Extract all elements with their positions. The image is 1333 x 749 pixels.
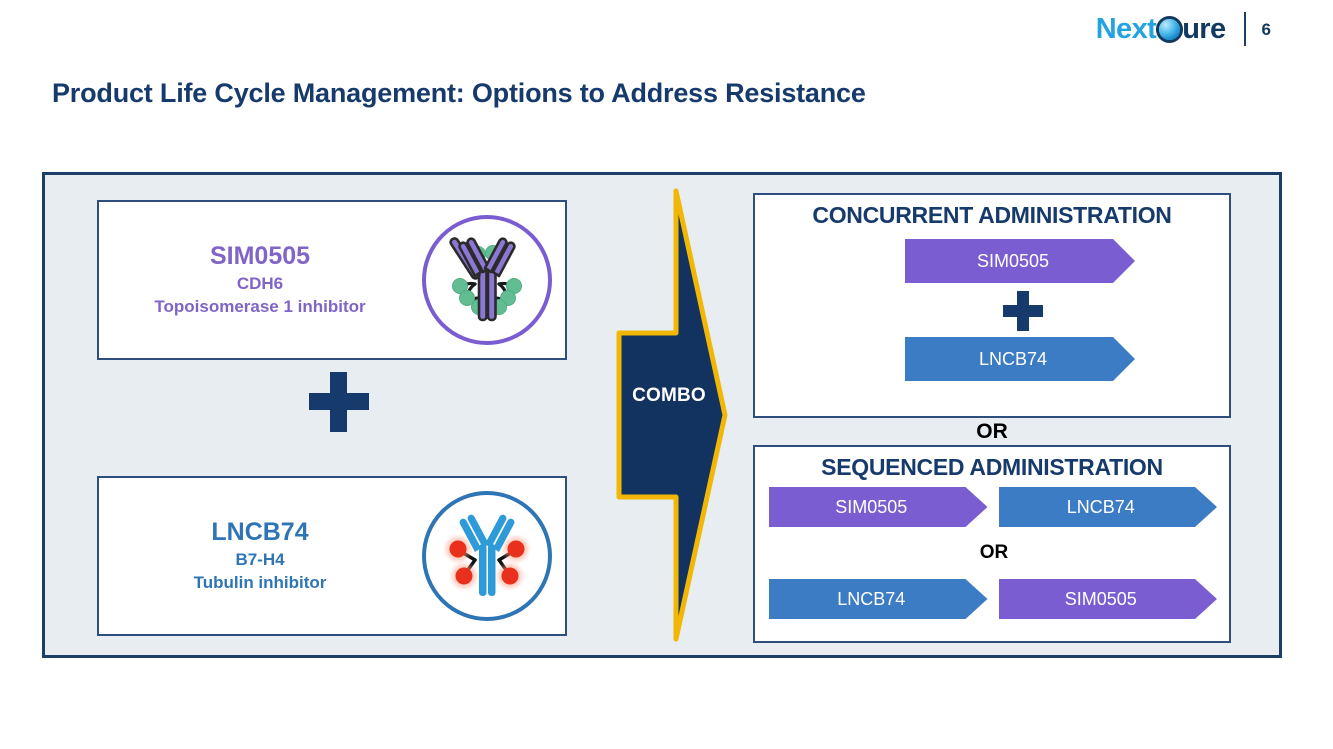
agents-column: SIM0505 CDH6 Topoisomerase 1 inhibitor xyxy=(97,200,567,636)
logo-word-next: Next xyxy=(1095,12,1157,45)
page-number: 6 xyxy=(1261,19,1271,39)
or-separator-between-panels: OR xyxy=(976,420,1008,443)
combo-arrow: COMBO xyxy=(613,185,743,645)
chevron-lncb74-seq1: LNCB74 xyxy=(999,487,1218,527)
chevron-label: LNCB74 xyxy=(978,349,1048,369)
logo-word-ure: ure xyxy=(1182,12,1226,45)
chevron-label: SIM0505 xyxy=(835,497,908,517)
left-plus-symbol xyxy=(309,372,369,432)
sequenced-row-2: LNCB74 SIM0505 xyxy=(769,579,1217,619)
administration-options-column: CONCURRENT ADMINISTRATION SIM0505 LNCB74… xyxy=(753,193,1231,643)
chevron-label: SIM0505 xyxy=(976,251,1050,271)
chevron-label: LNCB74 xyxy=(1066,497,1135,517)
agent-payload: Tubulin inhibitor xyxy=(193,573,327,592)
concurrent-plus-symbol xyxy=(1003,291,1043,331)
panel-heading-concurrent: CONCURRENT ADMINISTRATION xyxy=(812,202,1172,228)
agent-payload: Topoisomerase 1 inhibitor xyxy=(154,297,366,316)
diagram-container: SIM0505 CDH6 Topoisomerase 1 inhibitor xyxy=(42,172,1282,658)
agent-name: LNCB74 xyxy=(211,518,309,547)
page-title: Product Life Cycle Management: Options t… xyxy=(52,78,866,108)
panel-sequenced-administration: SEQUENCED ADMINISTRATION SIM0505 LNCB74 … xyxy=(753,445,1231,643)
agent-card-sim0505: SIM0505 CDH6 Topoisomerase 1 inhibitor xyxy=(97,200,567,360)
panel-heading-sequenced: SEQUENCED ADMINISTRATION xyxy=(821,454,1163,480)
agent-target: B7-H4 xyxy=(235,550,285,570)
logo-text: Next ure xyxy=(1095,12,1226,45)
agent-name: SIM0505 xyxy=(209,242,311,271)
sequenced-row-1: SIM0505 LNCB74 xyxy=(769,487,1217,527)
slide-header: Next ure 6 xyxy=(0,0,1333,58)
or-separator-inner: OR xyxy=(979,542,1009,563)
header-divider xyxy=(1243,12,1246,46)
chevron-label: LNCB74 xyxy=(837,589,906,609)
chevron-sim0505-concurrent: SIM0505 xyxy=(905,239,1135,283)
sequenced-rows: SIM0505 LNCB74 OR LNCB74 SIM0505 xyxy=(755,483,1229,633)
concurrent-rows: SIM0505 LNCB74 xyxy=(755,233,1229,393)
chevron-label: SIM0505 xyxy=(1064,589,1137,609)
agent-card-lncb74: LNCB74 B7-H4 Tubulin inhibitor xyxy=(97,476,567,636)
chevron-lncb74-seq2: LNCB74 xyxy=(769,579,988,619)
panel-concurrent-administration: CONCURRENT ADMINISTRATION SIM0505 LNCB74 xyxy=(753,193,1231,418)
antibody-blue-red-payload-icon xyxy=(413,482,561,630)
agent-text-sim0505: SIM0505 CDH6 Topoisomerase 1 inhibitor xyxy=(99,241,413,319)
antibody-purple-green-payload-icon xyxy=(413,206,561,354)
chevron-lncb74-concurrent: LNCB74 xyxy=(905,337,1135,381)
chevron-sim0505-seq1: SIM0505 xyxy=(769,487,988,527)
nextcure-logo: Next ure 6 xyxy=(1096,12,1271,46)
agent-text-lncb74: LNCB74 B7-H4 Tubulin inhibitor xyxy=(99,517,413,595)
agent-target: CDH6 xyxy=(236,274,284,294)
chevron-sim0505-seq2: SIM0505 xyxy=(999,579,1218,619)
sphere-c-icon xyxy=(1156,15,1184,43)
